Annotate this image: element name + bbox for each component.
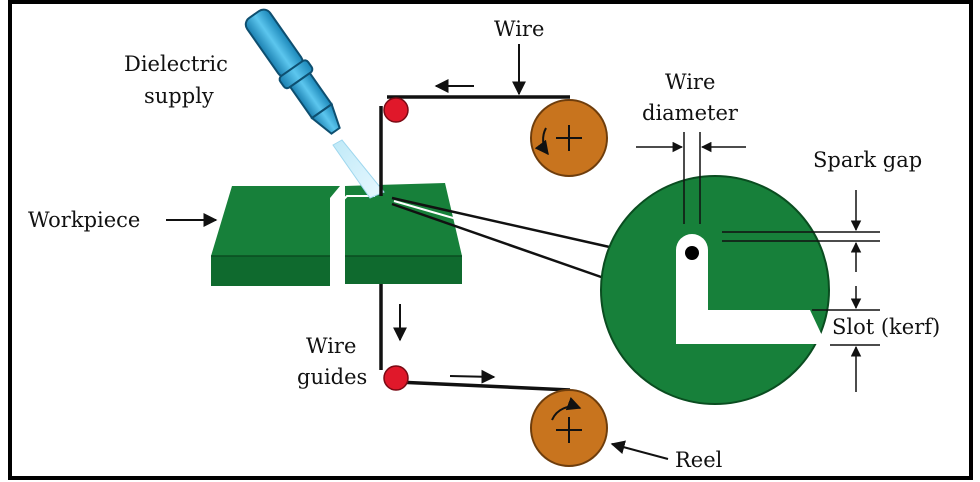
- wire-guide-lower: [383, 365, 409, 391]
- magnified-detail: [391, 175, 830, 405]
- wire-diameter-label-line1: Wire: [665, 70, 715, 94]
- reel-label: Reel: [675, 448, 723, 472]
- spark-gap-dimension: [722, 190, 880, 272]
- reel-upper: [530, 99, 608, 177]
- wire-diameter-dimension: [636, 132, 746, 224]
- reel-label-arrow: [610, 440, 669, 460]
- reel-lower: [530, 389, 608, 467]
- workpiece: [211, 183, 462, 286]
- figure-border: [8, 0, 973, 480]
- dielectric-supply-label-line2: supply: [144, 84, 214, 108]
- dielectric-supply-label-line1: Dielectric: [124, 52, 228, 76]
- wire-path: [379, 95, 571, 392]
- wire-label: Wire: [494, 17, 544, 41]
- wire-diameter-label-line2: diameter: [642, 101, 739, 125]
- wire-cross-section: [685, 246, 699, 260]
- wire-guides-label-line2: guides: [297, 365, 367, 389]
- rotation-arrow-icon: [551, 397, 582, 421]
- workpiece-label: Workpiece: [28, 208, 140, 232]
- wire-direction-arrow-bottom: [449, 369, 496, 384]
- rotation-arrow-icon: [534, 127, 549, 156]
- spark-gap-label: Spark gap: [813, 148, 922, 172]
- dielectric-nozzle: [244, 8, 385, 199]
- dielectric-spray: [332, 139, 385, 199]
- wire-guide-upper: [383, 97, 409, 123]
- kerf-dimension: [812, 286, 880, 392]
- slot-kerf-label: Slot (kerf): [832, 315, 940, 339]
- wire-guides-label-line1: Wire: [306, 334, 356, 358]
